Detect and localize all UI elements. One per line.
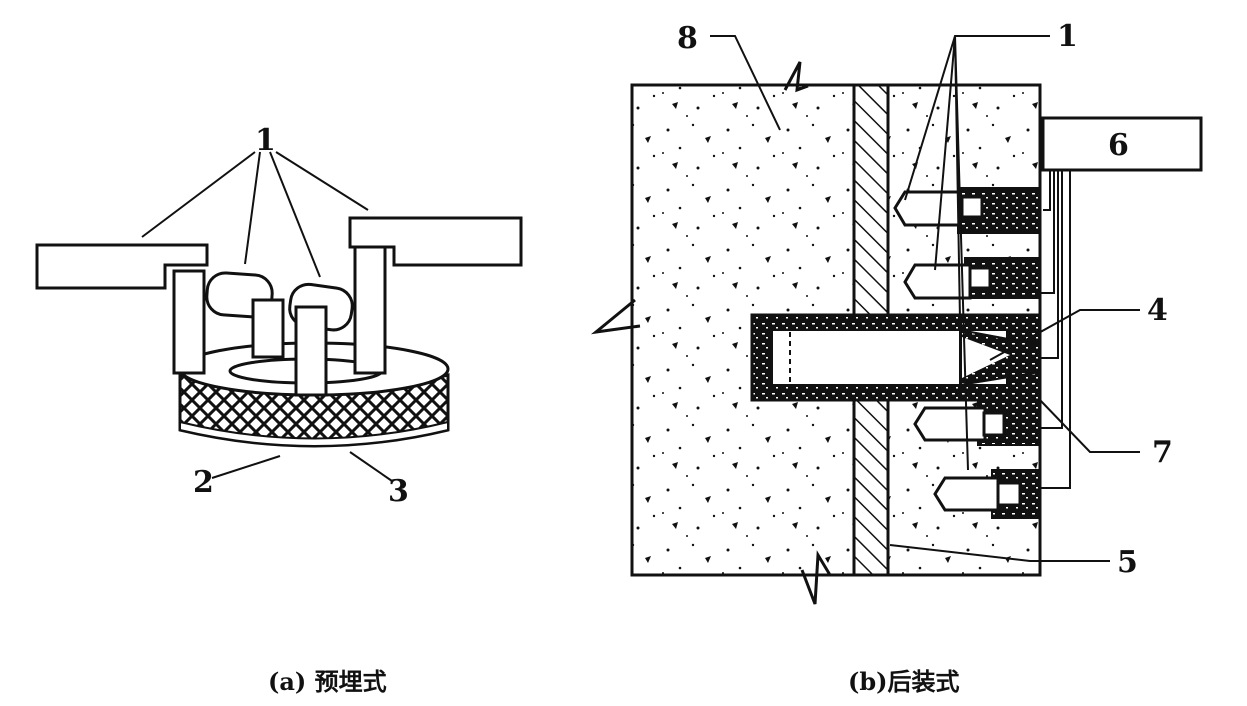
leader-lines-1	[141, 151, 369, 278]
center-post-right	[294, 305, 328, 397]
panel-a-embedded-diagram: 1 2 3	[35, 123, 523, 509]
sensor-row-4	[933, 469, 1041, 519]
label-8: 8	[677, 21, 698, 56]
label-1b: 1	[1057, 19, 1078, 54]
leader-line-4	[989, 309, 1140, 361]
label-1: 1	[255, 123, 276, 158]
break-line-top	[783, 61, 809, 93]
label-7: 7	[1152, 435, 1173, 470]
caption-b: (b)后装式	[848, 667, 960, 696]
label-4: 4	[1147, 293, 1168, 328]
right-arm	[348, 216, 523, 267]
break-line-bottom	[800, 550, 832, 605]
sensor-row-2	[903, 257, 1041, 300]
leader-line-8	[710, 35, 781, 131]
center-post-left	[251, 298, 285, 359]
caption-a: (a) 预埋式	[268, 667, 387, 696]
label-2: 2	[193, 465, 214, 500]
left-post	[172, 269, 206, 375]
panel-b-post-installed-diagram: 1 4 5 6 7 8	[590, 19, 1203, 605]
left-arm	[35, 243, 209, 290]
leader-line-2	[211, 455, 281, 479]
data-acquisition-box	[1041, 116, 1203, 172]
label-3: 3	[388, 474, 409, 509]
anchor-cone-inner	[962, 337, 1010, 378]
sensor-row-3	[913, 399, 1041, 446]
right-post	[353, 245, 387, 375]
label-6: 6	[1108, 128, 1129, 163]
base-ring-bottom-band	[179, 420, 449, 447]
leader-lines-1	[904, 35, 1050, 471]
label-5: 5	[1117, 545, 1138, 580]
sensor-wires	[1040, 170, 1071, 489]
leader-line-5	[889, 544, 1110, 562]
break-line-left	[590, 298, 641, 335]
leader-line-7	[1039, 399, 1140, 453]
leader-line-3	[349, 451, 393, 482]
sensor-row-1	[893, 187, 1041, 234]
